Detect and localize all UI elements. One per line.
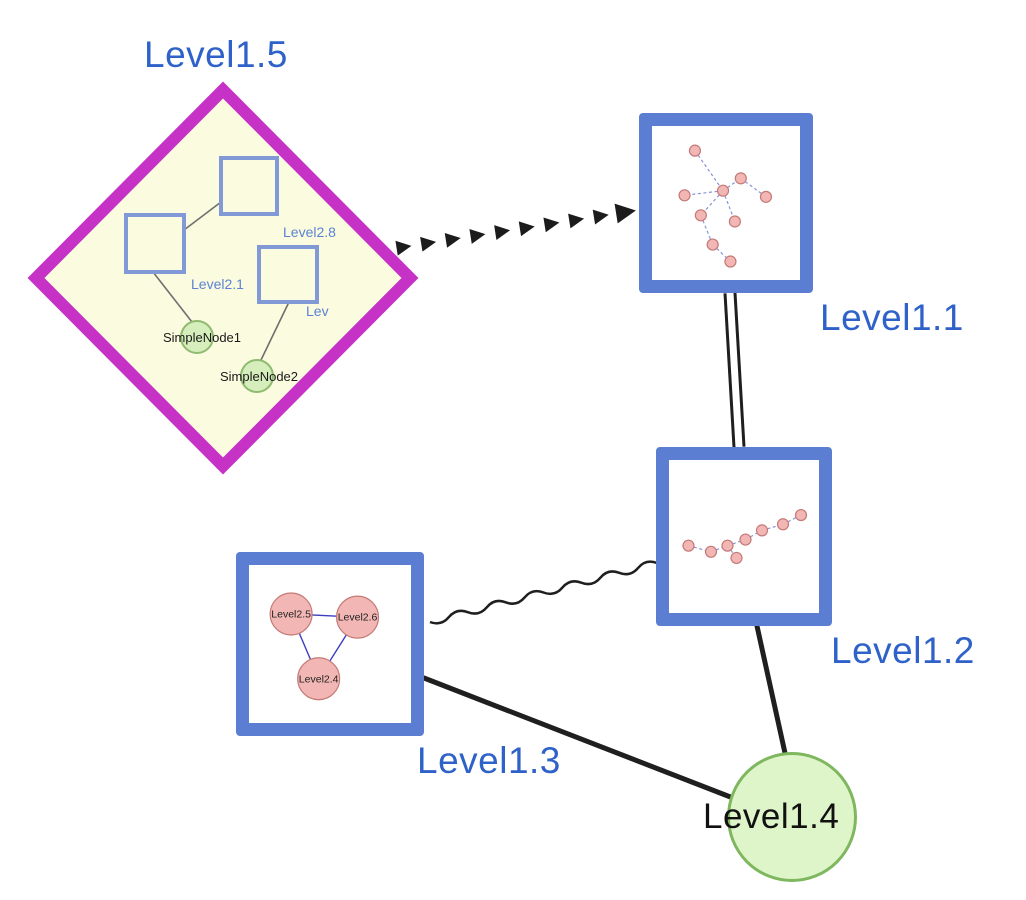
mini-edge xyxy=(684,190,724,196)
label-level1-4: Level1.4 xyxy=(703,797,840,836)
node-simplenode2[interactable] xyxy=(240,359,274,393)
mini-graph-level1-2 xyxy=(682,508,808,565)
mini-node[interactable] xyxy=(688,144,702,157)
mini-node[interactable] xyxy=(728,215,741,228)
node-level1-2[interactable] xyxy=(656,447,832,626)
node-level1-5[interactable]: Level2.8 Level2.1 Lev SimpleNode1 Simple… xyxy=(27,81,419,475)
edge-lev-simplenode2 xyxy=(260,301,290,361)
mini-node[interactable] xyxy=(759,190,773,203)
label-level2-5: Level2.5 xyxy=(271,608,311,620)
mini-node[interactable] xyxy=(706,238,719,251)
mini-node[interactable] xyxy=(694,209,707,222)
label-level1-2: Level1.2 xyxy=(831,630,975,671)
edge-level2-1-level2-8 xyxy=(183,201,222,231)
node-level2-5[interactable] xyxy=(269,592,313,636)
mini-node[interactable] xyxy=(716,184,730,197)
mini-node[interactable] xyxy=(704,545,718,558)
mini-edge xyxy=(712,244,731,262)
label-level1-3: Level1.3 xyxy=(417,740,561,781)
edge-level1-3-level1-2 xyxy=(429,560,658,625)
mini-node[interactable] xyxy=(721,539,734,552)
label-level2-6: Level2.6 xyxy=(338,612,378,624)
node-level1-1[interactable] xyxy=(639,113,813,293)
edges-layer xyxy=(395,203,788,801)
node-level2-6[interactable] xyxy=(335,595,380,639)
node-lev[interactable] xyxy=(257,245,319,304)
mini-node[interactable] xyxy=(794,508,808,522)
node-level2-8[interactable] xyxy=(219,156,279,216)
node-level2-4[interactable] xyxy=(297,657,341,701)
node-level2-1[interactable] xyxy=(124,213,186,274)
label-level1-5: Level1.5 xyxy=(144,34,288,75)
label-level2-1: Level2.1 xyxy=(191,276,244,292)
mini-edge xyxy=(694,150,724,192)
mini-node[interactable] xyxy=(734,172,747,185)
edge-level1-3-level1-4 xyxy=(421,675,736,801)
mini-node[interactable] xyxy=(776,518,790,531)
label-level1-1: Level1.1 xyxy=(820,297,964,338)
edge-level1-5-level1-1 xyxy=(395,203,636,256)
node-simplenode1[interactable] xyxy=(180,320,214,354)
label-simplenode1: SimpleNode1 xyxy=(163,330,241,345)
edge-level1-2-level1-4 xyxy=(754,623,788,756)
mini-graph-level1-1 xyxy=(678,144,773,268)
mini-node[interactable] xyxy=(682,539,695,552)
edge-level2-1-simplenode1 xyxy=(152,271,193,323)
edge-level1-1-level1-2 xyxy=(723,292,746,448)
mini-node[interactable] xyxy=(678,189,691,202)
label-level2-4: Level2.4 xyxy=(299,673,339,685)
mini-node[interactable] xyxy=(739,533,752,546)
label-lev: Lev xyxy=(306,303,329,319)
diamond-shape[interactable] xyxy=(27,81,419,475)
label-simplenode2: SimpleNode2 xyxy=(220,369,298,384)
mini-node[interactable] xyxy=(724,255,737,268)
node-level1-4[interactable] xyxy=(727,752,857,882)
mini-node[interactable] xyxy=(755,524,769,537)
label-level2-8: Level2.8 xyxy=(283,224,336,240)
mini-node[interactable] xyxy=(730,551,743,565)
